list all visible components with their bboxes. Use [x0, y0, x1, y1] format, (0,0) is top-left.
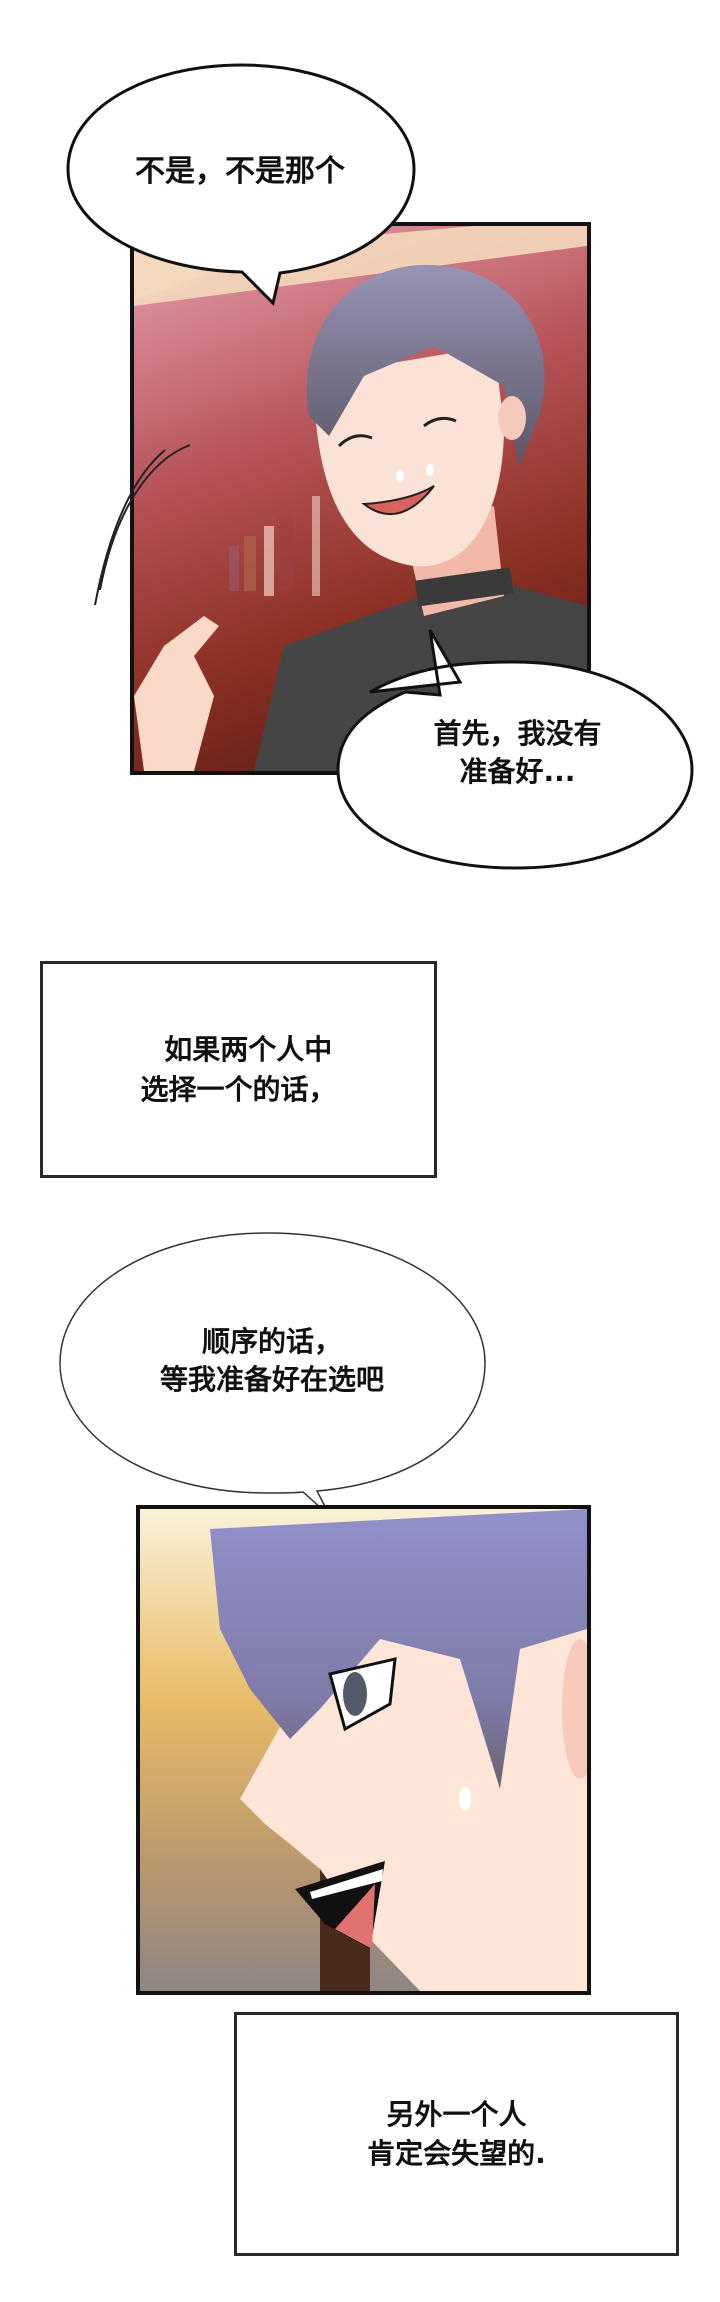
- caption-box-1: 如果两个人中 选择一个的话，: [40, 961, 437, 1178]
- speech-bubble-2: [336, 629, 694, 870]
- speech-bubble-1: [66, 63, 416, 306]
- speech-bubble-3: [59, 1232, 486, 1517]
- motion-lines-icon: [94, 444, 191, 606]
- caption-2-text: 另外一个人 肯定会失望的.: [367, 2097, 546, 2170]
- caption-1-text: 如果两个人中 选择一个的话，: [140, 1033, 337, 1106]
- bubble-3-text: 顺序的话， 等我准备好在选吧: [159, 1325, 384, 1396]
- panel-2-artwork: [140, 1509, 587, 1991]
- caption-box-2: 另外一个人 肯定会失望的.: [234, 2012, 679, 2256]
- bubble-2-text: 首先，我没有 准备好...: [433, 717, 602, 788]
- comic-panel-2: [136, 1505, 591, 1995]
- bubble-1-text: 不是，不是那个: [135, 154, 345, 189]
